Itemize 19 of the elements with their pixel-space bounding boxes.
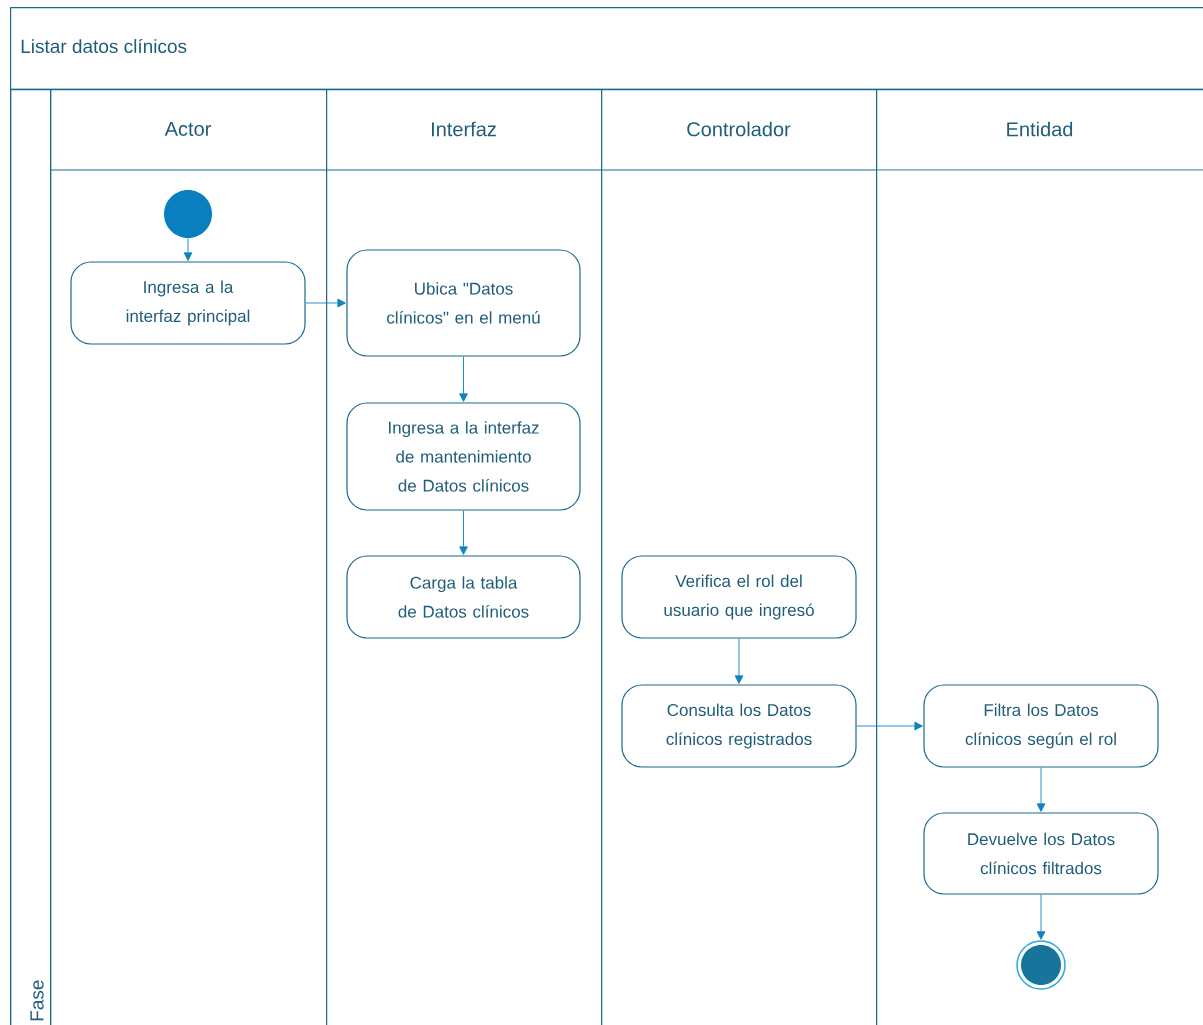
action-box: Ingresa a la interfaz de mantenimiento de Datos clínicos xyxy=(346,402,581,511)
action-box: Ingresa a la interfaz principal xyxy=(70,261,306,345)
arrow xyxy=(459,356,468,402)
action-box: Filtra los Datos clínicos según el rol xyxy=(923,684,1159,768)
action-box: Consulta los Datos clínicos registrados xyxy=(621,684,857,768)
initial-node xyxy=(164,190,212,238)
action-box: Devuelve los Datos clínicos filtrados xyxy=(923,812,1159,895)
arrow xyxy=(305,298,346,308)
final-node xyxy=(1016,940,1066,990)
phase-band: Fase xyxy=(10,89,52,1025)
action-box: Carga la tabla de Datos clínicos xyxy=(346,555,581,639)
arrow xyxy=(183,237,193,261)
action-box: Ubica "Datos clínicos" en el menú xyxy=(346,249,581,357)
arrow xyxy=(734,638,744,684)
action-box: Verifica el rol del usuario que ingresó xyxy=(621,555,857,639)
arrow xyxy=(459,510,468,555)
arrow xyxy=(1036,767,1046,812)
arrow xyxy=(1036,894,1046,940)
arrow xyxy=(856,721,923,731)
